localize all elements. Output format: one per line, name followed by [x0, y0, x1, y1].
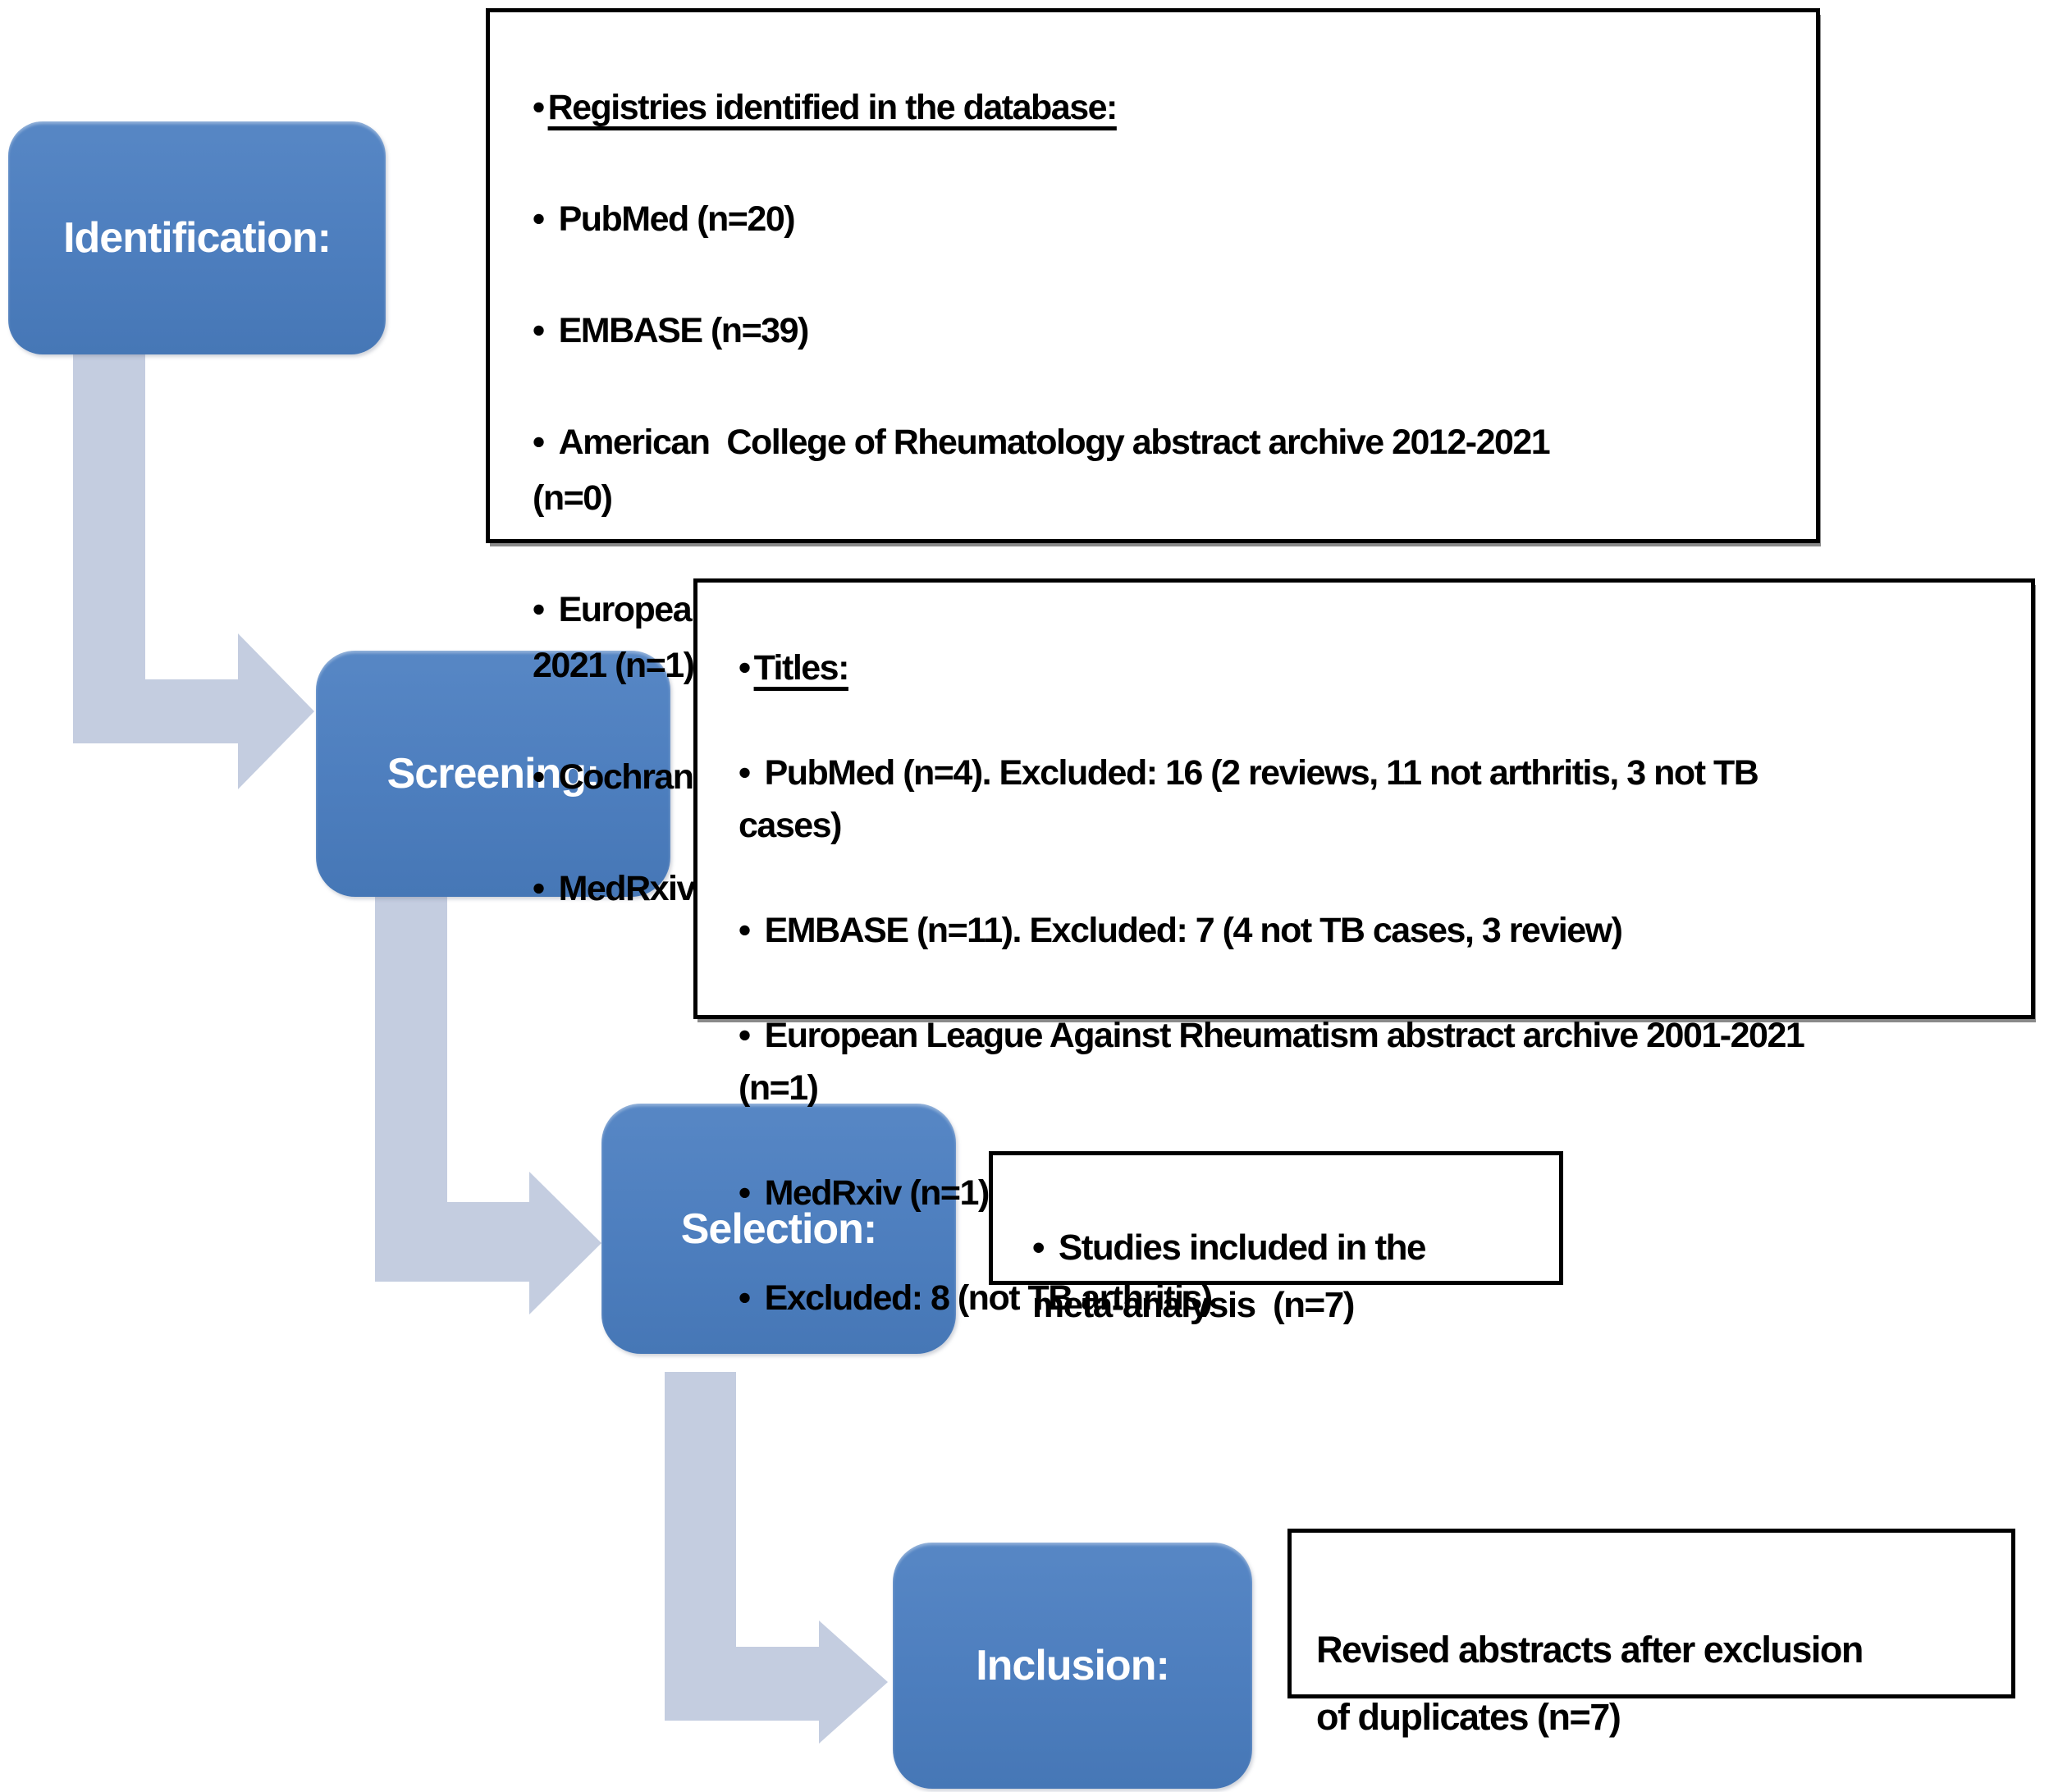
bullet-icon: • — [533, 869, 545, 908]
arrow-screening-to-selection-icon — [375, 897, 601, 1314]
bullet-icon: • — [739, 911, 751, 950]
list-item-text: American College of Rheumatology abstrac… — [533, 423, 1551, 518]
bullet-icon: • — [739, 648, 751, 688]
list-item: Revised abstracts after exclusion of dup… — [1316, 1549, 1998, 1751]
list-item-text: European League Against Rheumatism abstr… — [739, 1016, 1805, 1108]
list-item-text: Studies included in the meta-analysis (n… — [1032, 1227, 1427, 1325]
arrow-identification-to-screening-icon — [73, 354, 314, 789]
list-item: • PubMed (n=20) — [508, 135, 1801, 247]
list-item-text: PubMed (n=20) — [558, 199, 796, 239]
studies-list: •Studies included in the meta-analysis (… — [1008, 1162, 1548, 1334]
bullet-icon: • — [739, 1173, 751, 1213]
bullet-icon: • — [533, 199, 545, 239]
list-item-text: Revised abstracts after exclusion of dup… — [1316, 1629, 1864, 1738]
bullet-icon: • — [533, 311, 545, 350]
bullet-icon: • — [533, 423, 545, 462]
stage-label-selection: Selection: — [680, 1205, 877, 1253]
bullet-icon: • — [739, 1278, 751, 1318]
arrow-selection-to-inclusion-icon — [665, 1372, 888, 1744]
bullet-icon: • — [533, 88, 545, 127]
bullet-icon: • — [739, 753, 751, 793]
list-item-text: Titles: — [753, 648, 850, 688]
list-item-text: EMBASE (n=11). Excluded: 7 (4 not TB cas… — [764, 911, 1623, 950]
info-box-studies-included: •Studies included in the meta-analysis (… — [989, 1151, 1563, 1325]
bullet-icon: • — [1032, 1227, 1045, 1268]
list-item-text: Registries identified in the database: — [547, 88, 1118, 127]
list-item-text: MedRxiv (n=1). — [764, 1173, 999, 1213]
list-item: •Registries identified in the database: — [508, 24, 1801, 135]
bullet-icon: • — [739, 1016, 751, 1055]
stage-label-identification: Identification: — [63, 214, 332, 262]
bullet-icon: • — [533, 590, 545, 629]
stage-box-screening: Screening: — [316, 651, 670, 897]
stage-label-inclusion: Inclusion: — [976, 1642, 1170, 1689]
stage-box-inclusion: Inclusion: — [893, 1543, 1252, 1789]
info-box-titles: •Titles: •PubMed (n=4). Excluded: 16 (2 … — [693, 578, 2035, 1318]
list-item: • EMBASE (n=39) — [508, 247, 1801, 359]
list-item: •European League Against Rheumatism abst… — [714, 957, 2016, 1114]
stage-box-selection: Selection: — [601, 1104, 956, 1354]
stage-label-screening: Screening: — [386, 750, 601, 798]
info-box-revised-abstracts: Revised abstracts after exclusion of dup… — [1287, 1529, 2015, 1738]
revised-list: Revised abstracts after exclusion of dup… — [1316, 1549, 1998, 1751]
stage-box-identification: Identification: — [8, 121, 386, 354]
list-item: • EMBASE (n=11). Excluded: 7 (4 not TB ca… — [714, 852, 2016, 957]
bullet-icon: • — [533, 757, 545, 797]
list-item: •Studies included in the meta-analysis (… — [1008, 1162, 1548, 1334]
titles-list: •Titles: •PubMed (n=4). Excluded: 16 (2 … — [714, 589, 2016, 1324]
list-item: •Titles: — [714, 589, 2016, 694]
list-item: • MedRxiv (n=1). — [714, 1114, 2016, 1219]
list-item-text: PubMed (n=4). Excluded: 16 (2 reviews, 1… — [739, 753, 1759, 845]
list-item-text: EMBASE (n=39) — [558, 311, 810, 350]
list-item: •American College of Rheumatology abstra… — [508, 359, 1801, 526]
info-box-registries: •Registries identified in the database: … — [486, 8, 1820, 908]
list-item-text: Excluded: 8 (not TB arthritis) — [764, 1278, 1214, 1318]
list-item: •PubMed (n=4). Excluded: 16 (2 reviews, … — [714, 694, 2016, 852]
list-item: • Excluded: 8 (not TB arthritis) — [714, 1219, 2016, 1324]
